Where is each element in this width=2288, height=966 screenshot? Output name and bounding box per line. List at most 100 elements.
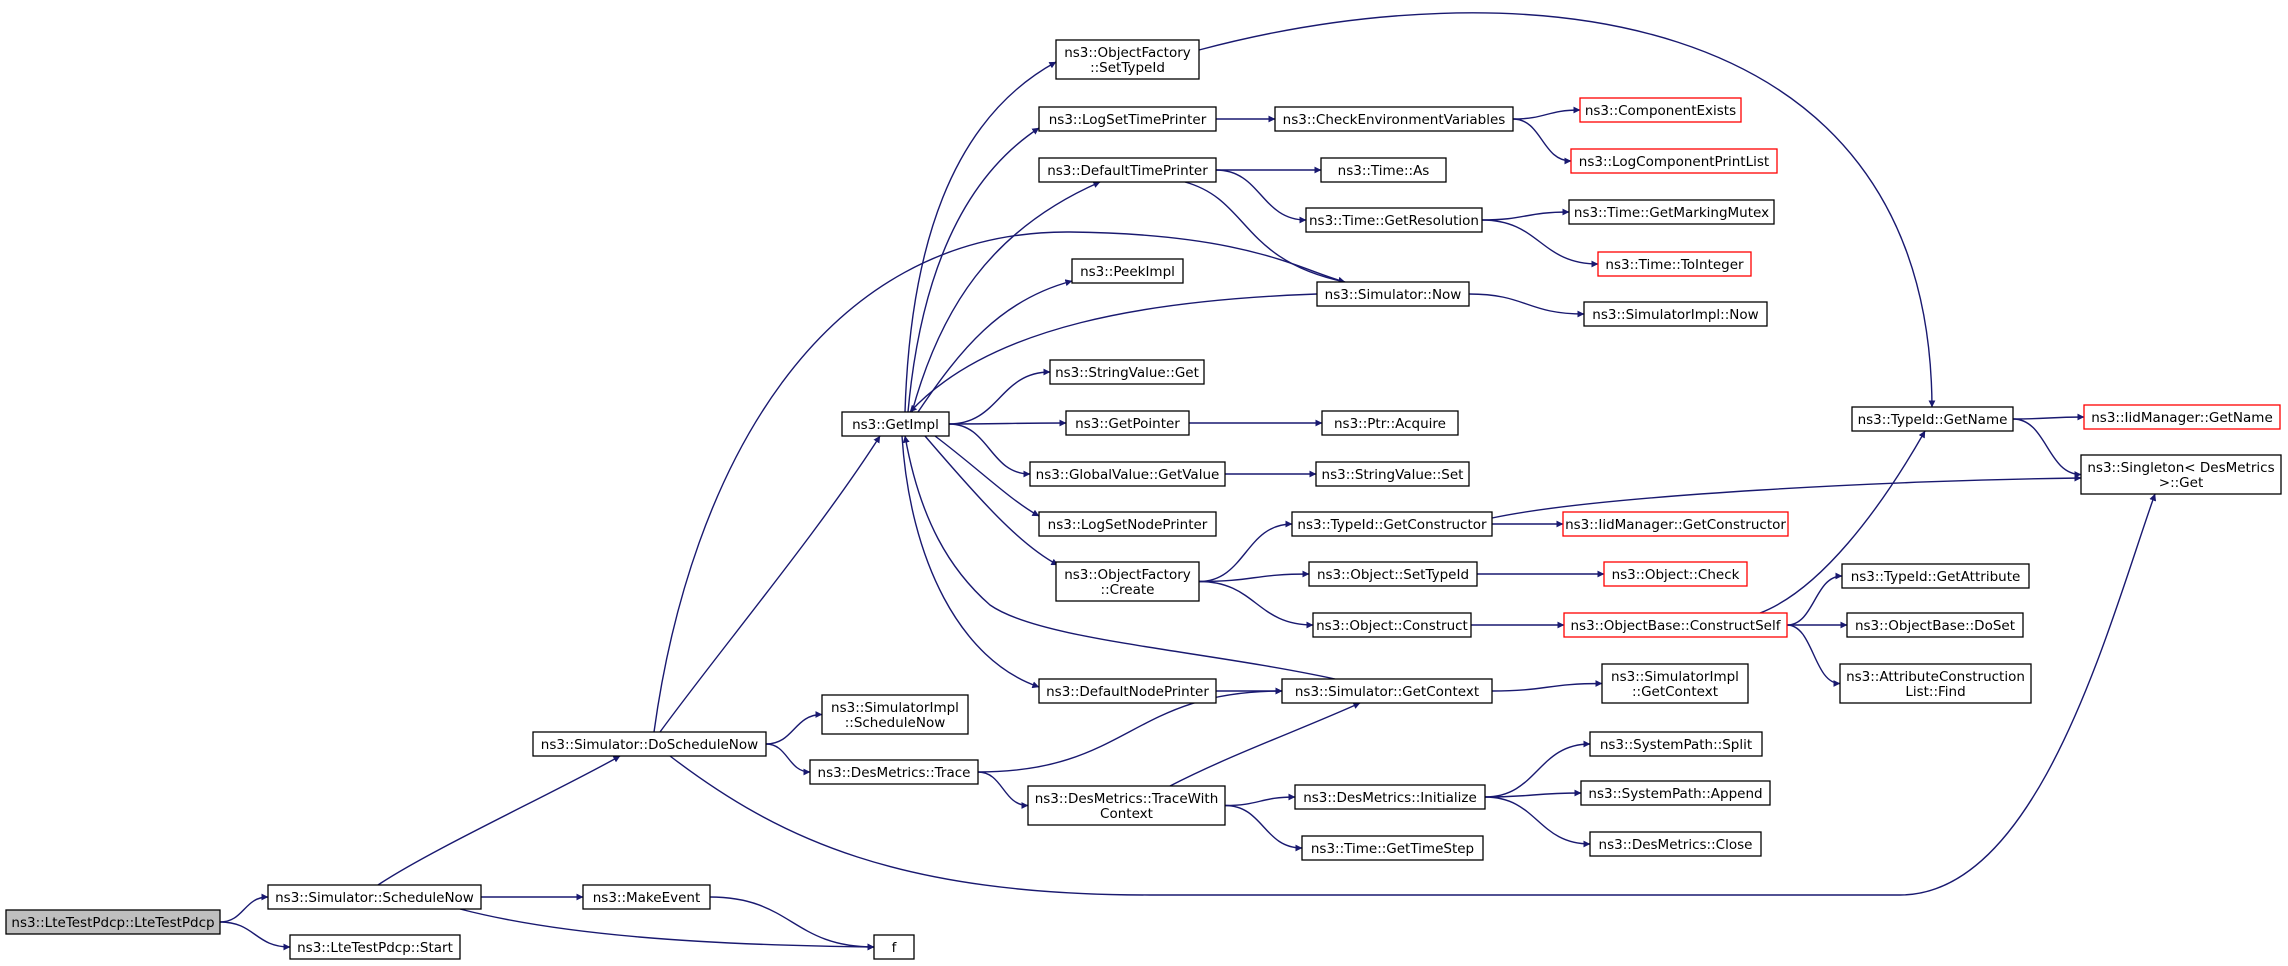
node-box [809, 759, 979, 785]
node-label: ns3::LogComponentPrintList [1579, 154, 1769, 170]
node-box [1846, 612, 2024, 638]
node-box [1589, 831, 1762, 857]
node-label: ns3::CheckEnvironmentVariables [1283, 112, 1506, 128]
call-edge-defaulttimeprinter-to-simulator_now [1184, 181, 1346, 285]
node-label: ::ScheduleNow [845, 715, 946, 731]
call-edge-simulator_now-to-getimpl [909, 293, 1318, 413]
node-label: ns3::DefaultNodePrinter [1046, 684, 1209, 700]
node-box [1294, 784, 1486, 810]
function-node-objectbase_doset[interactable]: ns3::ObjectBase::DoSet [1846, 612, 2024, 638]
node-label: ns3::TypeId::GetConstructor [1297, 517, 1487, 533]
node-label: ns3::StringValue::Get [1055, 365, 1199, 381]
node-label: ns3::Time::GetResolution [1309, 213, 1479, 229]
function-node-peekimpl[interactable]: ns3::PeekImpl [1071, 258, 1184, 284]
call-edge-getimpl-to-peekimpl [917, 279, 1073, 413]
node-box [1851, 406, 2014, 432]
node-box [1305, 207, 1483, 233]
call-edge-desmetrics_tracewith-to-desmetrics_initialize [1224, 793, 1296, 807]
function-node-iidmanager_getname[interactable]: ns3::IidManager::GetName [2083, 404, 2281, 430]
function-node-objectbase_constructself[interactable]: ns3::ObjectBase::ConstructSelf [1563, 612, 1788, 638]
call-edges [219, 12, 2157, 951]
function-node-systempath_append[interactable]: ns3::SystemPath::Append [1580, 780, 1771, 806]
node-box [289, 934, 461, 960]
function-node-singleton_get[interactable]: ns3::Singleton< DesMetrics >::Get [2080, 454, 2282, 495]
node-box [1291, 511, 1493, 537]
function-node-stringvalue_get[interactable]: ns3::StringValue::Get [1049, 359, 1205, 385]
function-node-logsettimeprinter[interactable]: ns3::LogSetTimePrinter [1038, 106, 1217, 132]
node-label: ns3::LteTestPdcp::Start [297, 940, 453, 956]
function-node-stringvalue_set[interactable]: ns3::StringValue::Set [1315, 461, 1470, 487]
function-node-typeid_getattribute[interactable]: ns3::TypeId::GetAttribute [1841, 563, 2030, 589]
node-label: ns3::GetPointer [1075, 416, 1180, 432]
node-label: ns3::PeekImpl [1080, 264, 1175, 280]
function-node-typeid_getconstructor[interactable]: ns3::TypeId::GetConstructor [1291, 511, 1493, 537]
function-node-iidmanager_getconstructor[interactable]: ns3::IidManager::GetConstructor [1562, 511, 1789, 537]
node-label: ns3::LteTestPdcp::LteTestPdcp [11, 915, 214, 931]
node-label: ns3::GlobalValue::GetValue [1036, 467, 1220, 483]
function-node-doschedulenow[interactable]: ns3::Simulator::DoScheduleNow [532, 731, 767, 757]
function-node-systempath_split[interactable]: ns3::SystemPath::Split [1589, 731, 1763, 757]
function-node-globalvalue_getvalue[interactable]: ns3::GlobalValue::GetValue [1029, 461, 1226, 487]
function-node-logcomponentprintlist[interactable]: ns3::LogComponentPrintList [1570, 148, 1778, 174]
call-edge-simulator_getcontext-to-simimpl_getcontext [1491, 680, 1603, 692]
node-label: ns3::Singleton< DesMetrics [2087, 460, 2274, 476]
node-box [1038, 106, 1217, 132]
function-node-defaultnodeprinter[interactable]: ns3::DefaultNodePrinter [1038, 678, 1217, 704]
function-node-getpointer[interactable]: ns3::GetPointer [1065, 410, 1190, 436]
function-node-of_settypeid[interactable]: ns3::ObjectFactory::SetTypeId [1055, 39, 1200, 80]
function-node-checkenv[interactable]: ns3::CheckEnvironmentVariables [1274, 106, 1514, 132]
function-node-logsetnodeprinter[interactable]: ns3::LogSetNodePrinter [1038, 511, 1217, 537]
node-box [2083, 404, 2281, 430]
function-node-schedulenow[interactable]: ns3::Simulator::ScheduleNow [267, 884, 482, 910]
function-node-typeid_getname[interactable]: ns3::TypeId::GetName [1851, 406, 2014, 432]
node-box [1308, 561, 1478, 587]
function-node-makeevent[interactable]: ns3::MakeEvent [582, 884, 711, 910]
function-node-time_as[interactable]: ns3::Time::As [1320, 157, 1447, 183]
function-node-simulator_now[interactable]: ns3::Simulator::Now [1316, 281, 1470, 307]
function-node-desmetrics_initialize[interactable]: ns3::DesMetrics::Initialize [1294, 784, 1486, 810]
function-node-of_create[interactable]: ns3::ObjectFactory::Create [1055, 561, 1200, 602]
function-node-desmetrics_trace[interactable]: ns3::DesMetrics::Trace [809, 759, 979, 785]
function-node-object_check[interactable]: ns3::Object::Check [1603, 561, 1748, 587]
function-node-ptr_acquire[interactable]: ns3::Ptr::Acquire [1321, 410, 1459, 436]
function-node-simulator_getcontext[interactable]: ns3::Simulator::GetContext [1281, 678, 1493, 704]
function-node-object_settypeid[interactable]: ns3::Object::SetTypeId [1308, 561, 1478, 587]
node-label: ns3::DesMetrics::Initialize [1303, 790, 1477, 806]
function-node-getimpl[interactable]: ns3::GetImpl [841, 411, 950, 437]
node-box [1563, 612, 1788, 638]
function-node-desmetrics_close[interactable]: ns3::DesMetrics::Close [1589, 831, 1762, 857]
function-node-defaulttimeprinter[interactable]: ns3::DefaultTimePrinter [1038, 157, 1217, 183]
function-node-simimpl_schedulenow[interactable]: ns3::SimulatorImpl::ScheduleNow [821, 694, 969, 735]
call-edge-doschedulenow-to-singleton_get [669, 493, 2157, 896]
call-edge-getimpl-to-globalvalue_getvalue [948, 423, 1031, 478]
function-node-root[interactable]: ns3::LteTestPdcp::LteTestPdcp [5, 909, 221, 935]
function-node-time_tointeger[interactable]: ns3::Time::ToInteger [1597, 251, 1752, 277]
function-node-componentexists[interactable]: ns3::ComponentExists [1579, 97, 1742, 123]
function-node-simimpl_getcontext[interactable]: ns3::SimulatorImpl::GetContext [1601, 663, 1749, 704]
function-node-f[interactable]: f [873, 934, 915, 960]
node-label: ns3::SimulatorImpl [1611, 669, 1739, 685]
call-edge-desmetrics_initialize-to-systempath_append [1484, 789, 1582, 798]
call-edge-schedulenow-to-f [459, 908, 875, 951]
function-node-object_construct[interactable]: ns3::Object::Construct [1312, 612, 1472, 638]
call-edge-doschedulenow-to-getimpl [659, 435, 881, 733]
node-label: ns3::Object::Construct [1316, 618, 1468, 634]
node-label: ns3::ObjectBase::ConstructSelf [1571, 618, 1782, 634]
function-node-start[interactable]: ns3::LteTestPdcp::Start [289, 934, 461, 960]
function-node-time_gettimestep[interactable]: ns3::Time::GetTimeStep [1301, 835, 1484, 861]
node-label: ns3::MakeEvent [593, 890, 701, 906]
node-label: ns3::SystemPath::Split [1600, 737, 1752, 753]
node-label: ns3::DesMetrics::Close [1599, 837, 1753, 853]
node-label: ns3::ComponentExists [1585, 103, 1736, 119]
node-label: ns3::LogSetTimePrinter [1049, 112, 1207, 128]
node-box [1065, 410, 1190, 436]
function-node-simimpl_now[interactable]: ns3::SimulatorImpl::Now [1583, 301, 1768, 327]
node-box [841, 411, 950, 437]
node-box [1274, 106, 1514, 132]
node-label: List::Find [1905, 684, 1965, 700]
call-edge-doschedulenow-to-simulator_now [653, 231, 1346, 733]
function-node-time_getmarkingmutex[interactable]: ns3::Time::GetMarkingMutex [1568, 199, 1775, 225]
function-node-time_getresolution[interactable]: ns3::Time::GetResolution [1305, 207, 1483, 233]
